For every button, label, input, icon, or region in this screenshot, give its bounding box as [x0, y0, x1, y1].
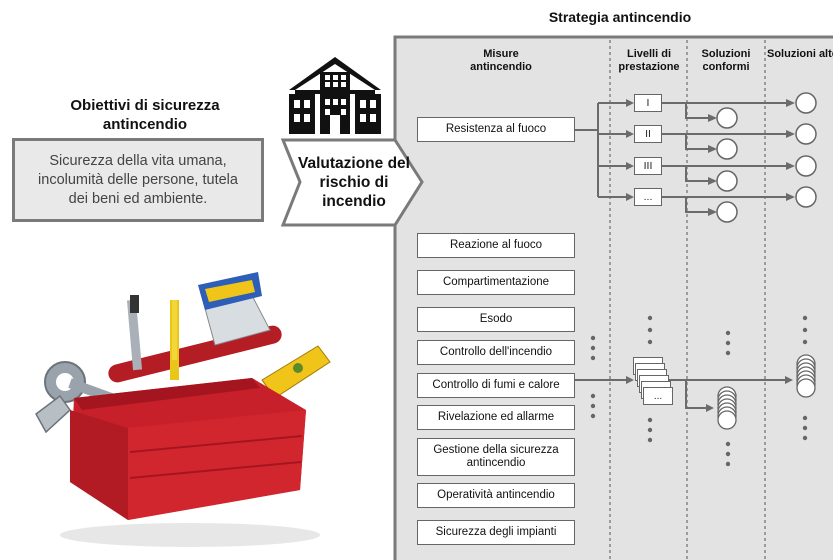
stacked-circles-conf	[717, 386, 737, 430]
stacked-circles-alt	[796, 354, 816, 398]
measure-esodo: Esodo	[417, 307, 575, 332]
smoke-arrowheads	[626, 376, 793, 412]
measure-gestione: Gestione della sicurezza antincendio	[417, 438, 575, 476]
level-box: I	[634, 94, 662, 112]
toolbox-illustration	[35, 272, 331, 547]
smoke-arrows	[575, 379, 785, 409]
level-box: II	[634, 125, 662, 143]
objectives-text: Sicurezza della vita umana, incolumità d…	[38, 152, 238, 207]
resistance-arrowheads	[626, 99, 634, 201]
strategy-title: Strategia antincendio	[548, 9, 692, 25]
solution-arrows	[662, 102, 787, 213]
measure-reazione: Reazione al fuoco	[417, 233, 575, 258]
solution-arrowheads	[708, 99, 795, 216]
measure-rivelazione: Rivelazione ed allarme	[417, 405, 575, 430]
measure-controllo-incendio: Controllo dell'incendio	[417, 340, 575, 365]
risk-arrow-box	[280, 138, 424, 227]
strategy-panel	[393, 35, 833, 560]
column-header-conforming: Soluzioni conformi	[701, 48, 751, 73]
objectives-box: Sicurezza della vita umana, incolumità d…	[12, 138, 264, 222]
level-box: ...	[634, 188, 662, 206]
risk-assessment-text: Valutazione del rischio di incendio	[298, 154, 410, 210]
level-stack-box-front: ...	[643, 387, 673, 405]
objectives-title: Obiettivi di sicurezza antincendio	[70, 97, 220, 133]
level-box: III	[634, 157, 662, 175]
resistance-arrows	[575, 102, 627, 198]
column-header-measures: Misure antincendio	[470, 48, 532, 73]
measure-operativita: Operatività antincendio	[417, 483, 575, 508]
measure-resistenza: Resistenza al fuoco	[417, 117, 575, 142]
column-header-levels: Livelli di prestazione	[618, 48, 680, 73]
solution-circles	[716, 92, 817, 223]
risk-assessment-label: Valutazione del rischio di incendio	[284, 140, 420, 224]
measure-compartimentazione: Compartimentazione	[417, 270, 575, 295]
measure-controllo-fumi: Controllo di fumi e calore	[417, 373, 575, 398]
ellipsis-dots	[590, 315, 808, 467]
measure-impianti: Sicurezza degli impianti	[417, 520, 575, 545]
building-icon	[289, 57, 381, 134]
column-header-alternative: Soluzioni alternative	[767, 48, 833, 60]
